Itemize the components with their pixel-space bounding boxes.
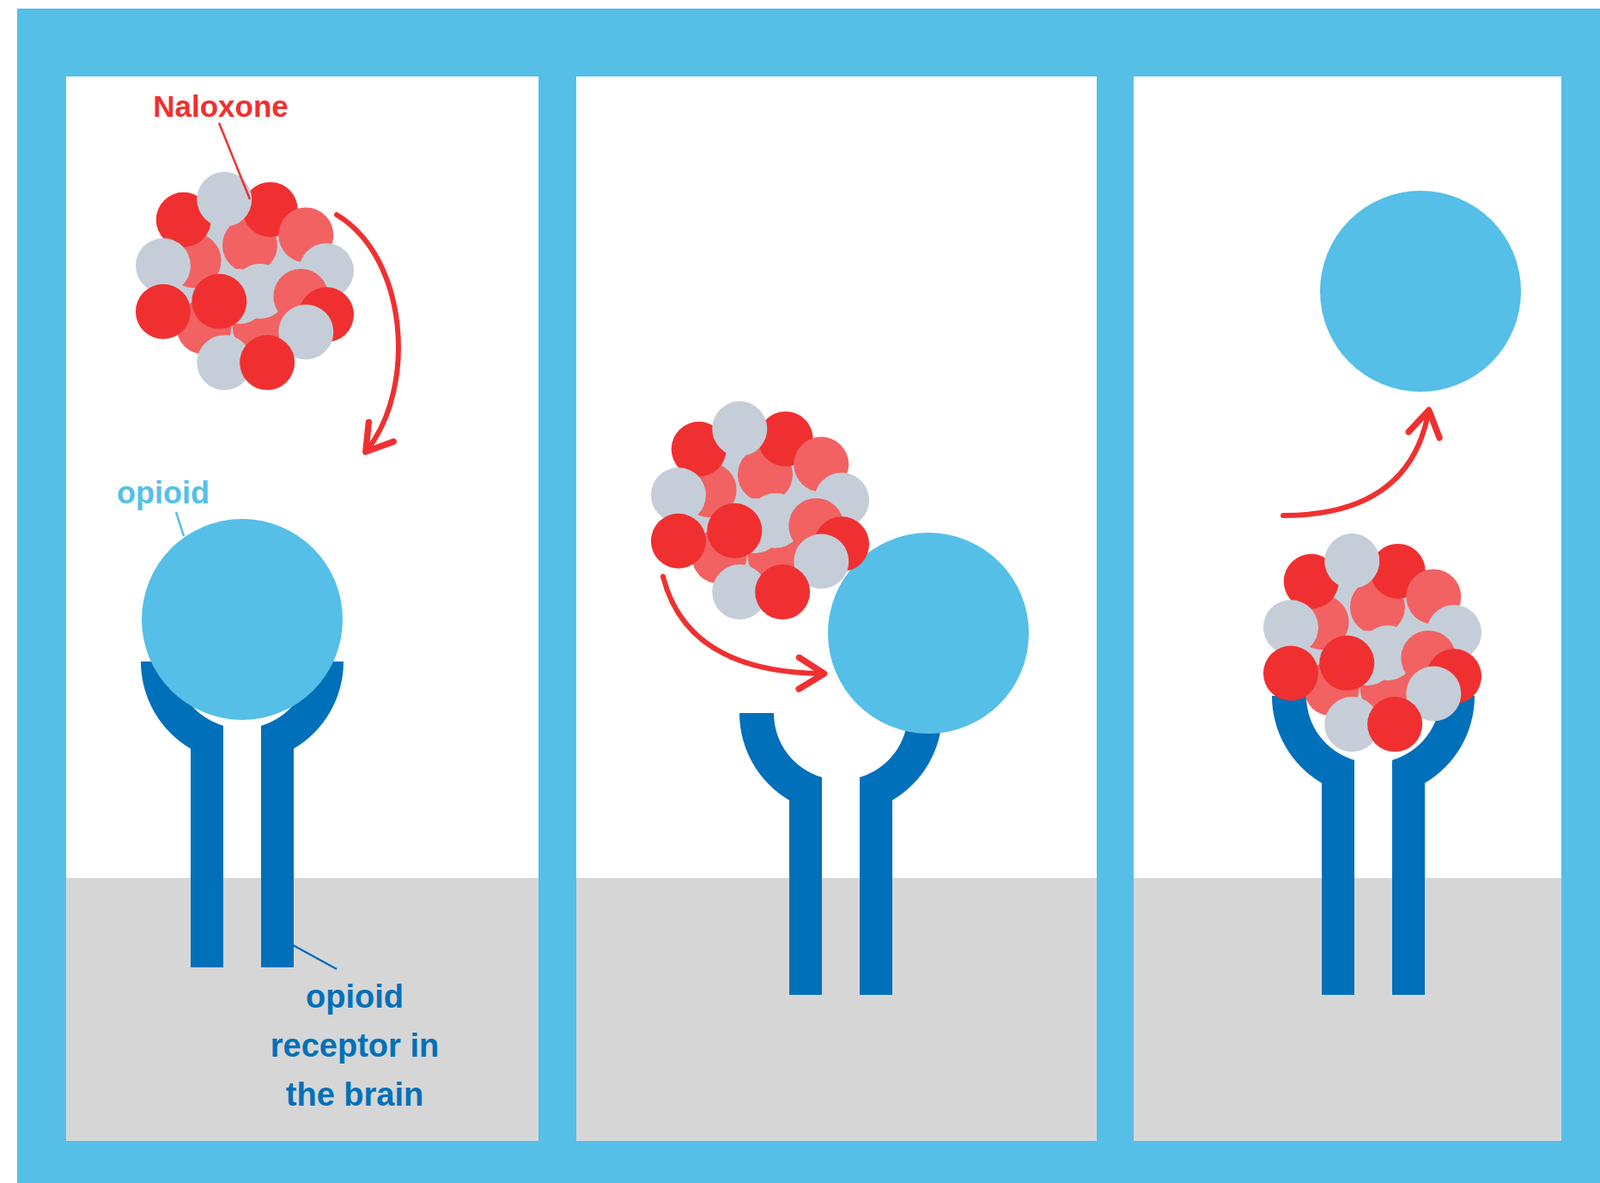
panel [66,76,539,1141]
frame [17,8,1600,1183]
leader-line [219,122,250,200]
opioid-receptor [739,712,943,995]
opioid-receptor [1271,695,1475,995]
part-label: opioid receptor in the brain [243,972,467,1120]
atom [650,513,706,569]
naloxone-molecule [135,171,354,390]
opioid-molecule [1320,190,1521,392]
atom [706,503,762,559]
naloxone-molecule [1263,533,1482,752]
motion-arrow [1283,413,1429,516]
atom [1263,645,1319,701]
motion-arrow [336,214,399,450]
part-label: opioid [77,474,250,512]
naloxone-molecule [650,401,870,620]
atom [1367,696,1423,752]
brain-tissue [66,877,539,1141]
atom [239,334,295,390]
receptor-half [739,712,822,995]
atom [191,273,247,329]
atom [196,171,252,227]
receptor-half [859,712,943,995]
motion-arrow [663,576,822,674]
atom [1319,635,1375,691]
atom [135,284,191,340]
panel [576,76,1097,1141]
part-label: Naloxone [126,88,316,125]
atom [754,564,810,620]
panel [1133,76,1562,1141]
atom [711,401,767,457]
atom [1324,533,1380,589]
opioid-molecule [141,518,343,720]
leader-line [176,511,184,536]
brain-tissue [576,877,1097,1141]
leader-line [291,943,337,969]
